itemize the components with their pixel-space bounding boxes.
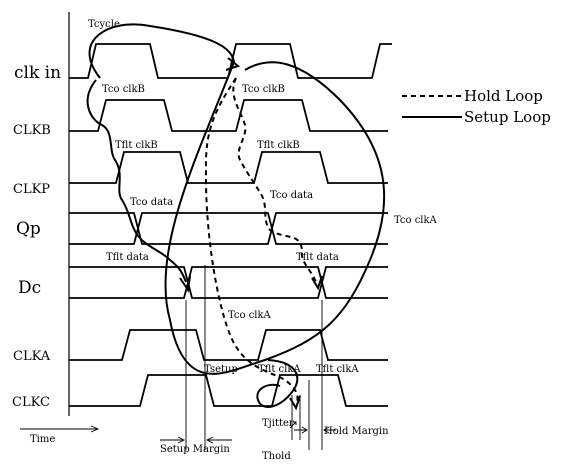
hold-loop-arrowhead: [289, 395, 301, 411]
hold-loop-arrowhead-dc: [311, 275, 323, 291]
label-tflt-data-1: Tflt data: [106, 252, 149, 263]
label-tco-clkb-2: Tco clkB: [242, 84, 285, 95]
label-tsetup: Tsetup: [204, 364, 238, 375]
hold-loop-curve-1: [232, 77, 317, 283]
waveform-clkb: [69, 99, 388, 132]
label-tco-clka-2: Tco clkA: [228, 310, 272, 321]
waveform-qp-lower: [69, 212, 388, 245]
waveform-clkp: [69, 151, 388, 184]
hold-margin-arrow-left: [294, 426, 308, 434]
setup-loop-arrowhead-top: [225, 57, 241, 71]
legend: Hold Loop Setup Loop: [402, 87, 551, 126]
label-time: Time: [30, 434, 55, 445]
tjitter-arrow: [289, 421, 297, 429]
label-hold-margin: Hold Margin: [324, 426, 389, 437]
setup-loop-lower: [86, 79, 187, 283]
label-tflt-data-2: Tflt data: [296, 252, 339, 263]
signal-label-clka: CLKA: [13, 349, 51, 364]
label-thold: Thold: [262, 451, 291, 462]
waveform-clkc: [69, 374, 388, 407]
label-tcycle: Tcycle: [88, 19, 120, 30]
legend-hold-loop-label: Hold Loop: [464, 87, 543, 105]
setup-loop-curve: [88, 23, 386, 375]
signal-label-clkb: CLKB: [13, 123, 51, 138]
label-tjitter: Tjitter: [262, 418, 294, 429]
label-tco-data-1: Tco data: [130, 197, 173, 208]
hold-loop-curve-2: [204, 77, 299, 405]
waveform-dc-upper: [69, 266, 388, 299]
waveform-qp-upper: [69, 212, 388, 245]
legend-setup-loop-label: Setup Loop: [464, 108, 551, 126]
waveform-clka: [69, 329, 388, 361]
setup-loop-clkc: [256, 359, 299, 408]
time-arrow: [20, 425, 100, 433]
setup-margin-arrow-left: [160, 436, 186, 444]
signal-label-clkp: CLKP: [13, 182, 50, 197]
signal-label-clkc: CLKC: [12, 395, 50, 410]
label-tflt-clkb-1: Tflt clkB: [115, 140, 158, 151]
signal-label-dc: Dc: [18, 278, 41, 298]
signal-label-clk-in: clk in: [14, 63, 61, 83]
label-tflt-clkb-2: Tflt clkB: [257, 140, 300, 151]
label-tco-clka-1: Tco clkA: [394, 215, 438, 226]
signal-label-qp: Qp: [16, 219, 41, 239]
label-tco-clkb-1: Tco clkB: [102, 84, 145, 95]
setup-loop-arrowhead-dc: [179, 275, 191, 293]
setup-margin-arrow-right: [205, 436, 232, 444]
hold-margin-arrow-right: [323, 426, 336, 434]
label-setup-margin: Setup Margin: [160, 444, 230, 455]
waveform-dc-lower: [69, 266, 388, 299]
label-tco-data-2: Tco data: [270, 190, 313, 201]
label-tflt-clka-2: Tflt clkA: [316, 364, 359, 375]
label-tflt-clka-1: Tflt clkA: [258, 364, 301, 375]
